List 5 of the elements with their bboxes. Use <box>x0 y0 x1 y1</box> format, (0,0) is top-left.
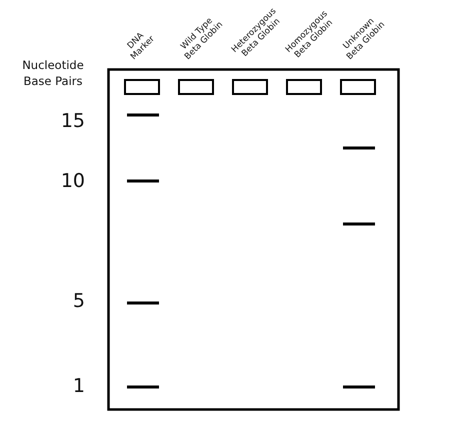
axis-title: Nucleotide Base Pairs <box>21 58 85 90</box>
tick-label: 15 <box>60 112 85 131</box>
tick-label: 10 <box>60 172 85 191</box>
tick-label: 1 <box>72 377 85 396</box>
tick-label: 5 <box>72 292 85 311</box>
